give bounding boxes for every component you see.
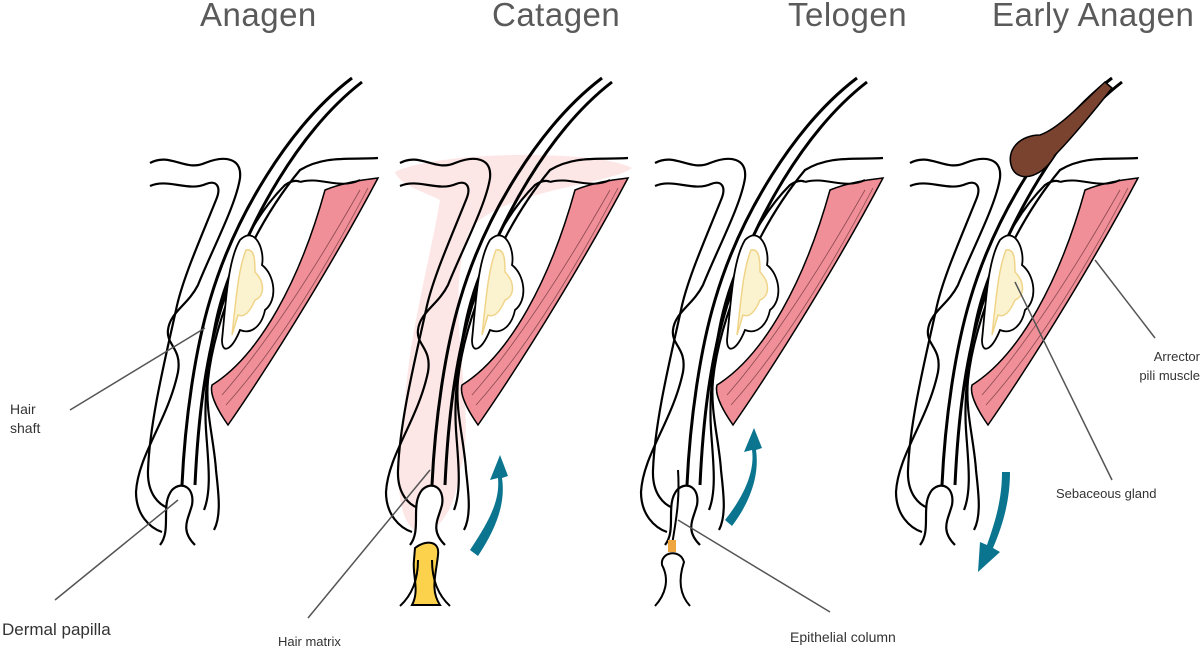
label-dermal-papilla: Dermal papilla bbox=[2, 620, 111, 639]
follicle-early-anagen bbox=[894, 76, 1140, 572]
label-arrector-pili-line1: Arrector bbox=[1153, 349, 1200, 364]
label-hair-shaft-line2: shaft bbox=[10, 420, 41, 436]
upward-arrow-catagen bbox=[470, 455, 508, 556]
label-arrector-pili: Arrector pili muscle bbox=[1120, 347, 1200, 385]
club-hair bbox=[1009, 81, 1114, 178]
leader-lines bbox=[54, 259, 1156, 619]
stage-title-catagen: Catagen bbox=[492, 0, 621, 33]
stage-title-anagen: Anagen bbox=[200, 0, 317, 33]
stage-title-early-anagen: Early Anagen bbox=[992, 0, 1195, 33]
downward-arrow-early-anagen bbox=[978, 472, 1010, 572]
follicle-anagen bbox=[134, 76, 380, 547]
follicle-catagen bbox=[384, 76, 632, 607]
stage-title-telogen: Telogen bbox=[788, 0, 908, 33]
upward-arrow-telogen bbox=[725, 428, 762, 526]
label-hair-shaft-line1: Hair bbox=[10, 401, 36, 417]
label-hair-shaft: Hair shaft bbox=[10, 400, 40, 438]
label-epithelial-column: Epithelial column bbox=[790, 629, 896, 645]
follicle-telogen bbox=[639, 76, 885, 607]
label-arrector-pili-line2: pili muscle bbox=[1139, 368, 1200, 383]
label-sebaceous-gland: Sebaceous gland bbox=[1056, 486, 1157, 501]
label-hair-matrix: Hair matrix bbox=[278, 634, 341, 649]
